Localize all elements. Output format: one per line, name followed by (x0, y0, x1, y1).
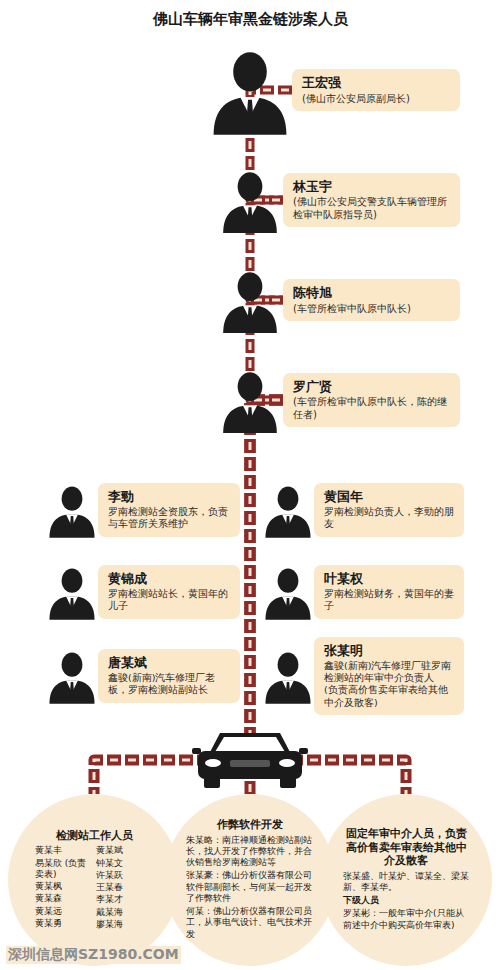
car-icon (192, 733, 308, 788)
person-box: 罗广贤(车管所检审中队原中队长，陈的继任者) (283, 373, 460, 428)
person-name: 许某跃 (96, 870, 153, 881)
group-text: 张某豪：佛山分析仪器有限公司软件部副部长，与何某一起开发了作弊软件 (186, 870, 314, 904)
person-role: (负责高价售卖年审表给其他中介及散客) (324, 684, 456, 709)
person-role: (车管所检审中队原中队长，陈的继任者) (293, 395, 452, 421)
group-heading: 固定年审中介人员，负责高价售卖年审表给其他中介及散客 (343, 827, 469, 867)
person-box: 黄国年罗南检测站负责人，李勁的朋友 (314, 483, 464, 537)
person-icon (265, 487, 310, 538)
person-icon (214, 52, 287, 135)
person-role: (佛山市公安局原副局长) (302, 92, 452, 105)
person-box: 陈特旭(车管所检审中队原中队长) (283, 279, 460, 321)
name-column: 黄某斌钟某文许某跃王某春李某才戴某海廖某海 (96, 845, 153, 931)
person-name: 黄某斌 (96, 845, 153, 856)
person-box: 张某明鑫骏(新南)汽车修理厂驻罗南检测站的年审中介负责人(负责高价售卖年审表给其… (314, 637, 464, 715)
circle-content: 作弊软件开发朱某略：南庄禅顺通检测站副站长，找人开发了作弊软件，并合伙销售给罗南… (186, 818, 314, 942)
group-circle: 固定年审中介人员，负责高价售卖年审表给其他中介及散客张某盛、叶某炉、谭某全、梁某… (320, 794, 492, 966)
person-name: 黄某勇 (35, 918, 92, 929)
group-text: 朱某略：南庄禅顺通检测站副站长，找人开发了作弊软件，并合伙销售给罗南检测站等 (186, 835, 314, 869)
watermark: 深圳信息网SZ1980.COM (6, 946, 181, 964)
person-icon (49, 569, 94, 620)
person-name: 黄锦成 (108, 571, 232, 588)
person-role: (佛山市公安局交警支队车辆管理所检审中队原指导员) (293, 195, 452, 221)
person-icon (223, 172, 277, 233)
group-heading: 检测站工作人员 (35, 829, 153, 842)
person-name: 黄某丰 (35, 845, 92, 856)
person-name: 王某春 (96, 882, 153, 893)
person-box: 王宏强(佛山市公安局原副局长) (292, 69, 460, 111)
group-circle: 作弊软件开发朱某略：南庄禅顺通检测站副站长，找人开发了作弊软件，并合伙销售给罗南… (164, 794, 336, 966)
name-columns: 黄某丰易某欣 (负责卖表)黄某枫黄某森黄某远黄某勇黄某斌钟某文许某跃王某春李某才… (35, 845, 153, 931)
circle-content: 检测站工作人员黄某丰易某欣 (负责卖表)黄某枫黄某森黄某远黄某勇黄某斌钟某文许某… (35, 829, 153, 931)
person-icon (49, 653, 94, 704)
person-name: 黄某森 (35, 893, 92, 904)
person-name: 黄某枫 (35, 881, 92, 892)
person-box: 唐某斌鑫骏(新南)汽车修理厂老板，罗南检测站副站长 (98, 649, 240, 703)
group-circle: 检测站工作人员黄某丰易某欣 (负责卖表)黄某枫黄某森黄某远黄某勇黄某斌钟某文许某… (8, 794, 180, 966)
person-name: 林玉宇 (293, 179, 452, 196)
person-role: 鑫骏(新南)汽车修理厂驻罗南检测站的年审中介负责人 (324, 660, 456, 685)
circle-content: 固定年审中介人员，负责高价售卖年审表给其他中介及散客张某盛、叶某炉、谭某全、梁某… (343, 827, 469, 933)
person-role: 罗南检测站站长，黄国年的儿子 (108, 588, 232, 613)
person-name: 钟某文 (96, 858, 153, 869)
person-icon (265, 569, 310, 620)
person-role: (车管所检审中队原中队长) (293, 302, 452, 315)
diagram-title: 佛山车辆年审黑金链涉案人员 (0, 10, 501, 29)
person-name: 廖某海 (96, 919, 153, 930)
person-role: 罗南检测站财务，黄国年的妻子 (324, 588, 456, 613)
person-name: 易某欣 (负责卖表) (35, 858, 92, 881)
person-icon (265, 653, 310, 704)
person-name: 李勁 (108, 489, 232, 506)
person-name: 戴某海 (96, 907, 153, 918)
person-box: 叶某权罗南检测站财务，黄国年的妻子 (314, 565, 464, 619)
group-heading: 作弊软件开发 (186, 818, 314, 831)
person-box: 李勁罗南检测站全资股东，负责与车管所关系维护 (98, 483, 240, 537)
person-role: 罗南检测站全资股东，负责与车管所关系维护 (108, 506, 232, 531)
person-name: 黄某远 (35, 906, 92, 917)
person-role: 鑫骏(新南)汽车修理厂老板，罗南检测站副站长 (108, 672, 232, 697)
person-name: 李某才 (96, 894, 153, 905)
person-icon (223, 372, 277, 433)
person-icon (223, 272, 277, 333)
person-name: 叶某权 (324, 571, 456, 588)
group-subheading: 下级人员 (343, 895, 469, 906)
person-name: 王宏强 (302, 75, 452, 92)
group-text: 罗某彬：一般年审中介(只能从前述中介中购买高价年审表) (343, 908, 469, 931)
person-role: 罗南检测站负责人，李勁的朋友 (324, 506, 456, 531)
person-box: 林玉宇(佛山市公安局交警支队车辆管理所检审中队原指导员) (283, 173, 460, 228)
person-name: 张某明 (324, 643, 456, 660)
person-icon (49, 487, 94, 538)
person-name: 罗广贤 (293, 379, 452, 396)
name-column: 黄某丰易某欣 (负责卖表)黄某枫黄某森黄某远黄某勇 (35, 845, 92, 931)
person-name: 唐某斌 (108, 655, 232, 672)
group-text: 何某：佛山分析仪器有限公司员工，从事电气设计、电气技术开发 (186, 906, 314, 940)
person-name: 黄国年 (324, 489, 456, 506)
group-text: 张某盛、叶某炉、谭某全、梁某新、李某华。 (343, 871, 469, 894)
person-box: 黄锦成罗南检测站站长，黄国年的儿子 (98, 565, 240, 619)
person-name: 陈特旭 (293, 285, 452, 302)
